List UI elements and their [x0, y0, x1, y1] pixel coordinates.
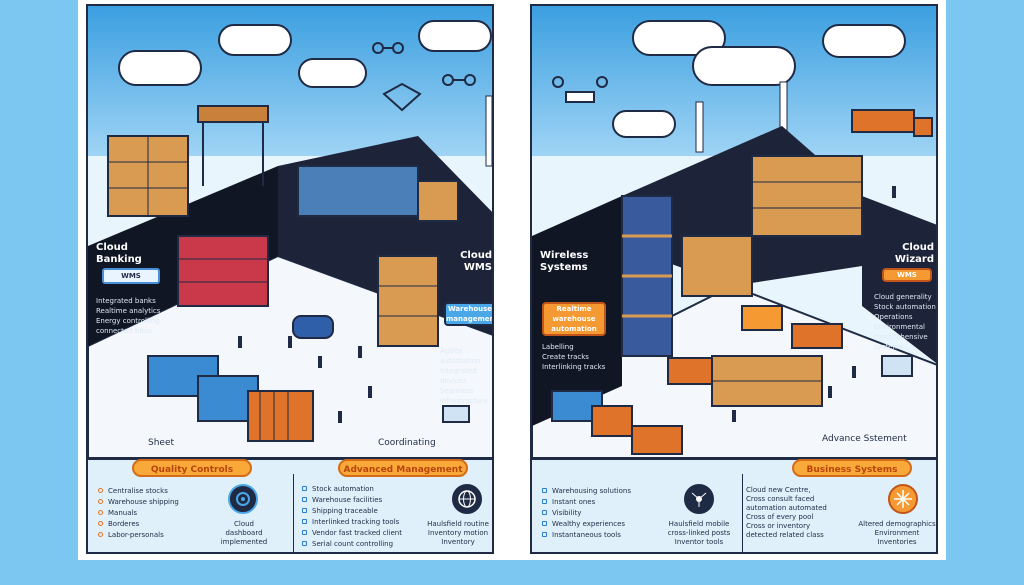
right-wall-heading: Cloud WMS [460, 250, 492, 273]
drone-icon [552, 76, 608, 103]
quality-controls-pill: Quality Controls [132, 459, 252, 477]
left-panel: Cloud Banking WMS Integrated banks Realt… [86, 4, 494, 554]
cloud [632, 20, 726, 56]
cloud [612, 110, 676, 138]
divider [742, 474, 743, 552]
left-wall-heading: Cloud Banking [96, 242, 142, 265]
right-caption-a: Haulsfield mobile cross-linked posts Inv… [667, 520, 731, 546]
divider [293, 474, 294, 552]
network-icon [684, 484, 714, 514]
floor-label-left: Sheet [148, 438, 175, 448]
right-wall-lines: Cloud generality Stock automation Operat… [874, 293, 936, 351]
left-caption-a: Cloud dashboard implemented [220, 520, 268, 546]
cloud [692, 46, 796, 86]
right-wall-heading: Cloud Wizard [894, 242, 934, 265]
right-list-a: Warehousing solutions Instant ones Visib… [542, 486, 652, 541]
cloud [418, 20, 492, 52]
left-caption-b: Haulsfield routine Inventory motion Inve… [427, 520, 489, 546]
left-wall-heading: Wireless Systems [540, 250, 589, 273]
cloud [822, 24, 906, 58]
left-wall-badge: WMS [102, 268, 160, 284]
right-wall-lines: Agility automation Integrated devices Se… [440, 347, 488, 405]
right-text-b: Cloud new Centre, Cross consult faced au… [746, 486, 827, 539]
cloud [118, 50, 202, 86]
floor-label-right: Coordinating [378, 438, 436, 448]
left-list-b: Stock automation Warehouse facilities Sh… [302, 484, 422, 550]
advanced-management-pill: Advanced Management [338, 459, 468, 477]
floor-label-right: Advance Sstement [822, 434, 907, 444]
cloud [298, 58, 367, 88]
warehouse-illustration [88, 42, 492, 458]
right-wall-tag: WMS [882, 268, 932, 282]
warehouse-illustration [532, 76, 936, 458]
left-bottom-section: Quality Controls Advanced Management Cen… [88, 458, 492, 552]
left-list-a: Centralise stocks Warehouse shipping Man… [98, 486, 208, 541]
left-wall-lines: Labelling Create tracks Interlinking tra… [542, 343, 606, 371]
star-burst-icon [888, 484, 918, 514]
left-wall-lines: Integrated banks Realtime analytics Ener… [96, 297, 161, 335]
right-wall-tag: Warehouse management [444, 302, 492, 326]
business-systems-pill: Business Systems [792, 459, 912, 477]
left-wall-tag: Realtime warehouse automation [542, 302, 606, 336]
cloud-gear-icon [228, 484, 258, 514]
right-bottom-section: Business Systems Warehousing solutions I… [532, 458, 936, 552]
infographic-sheet: Cloud Banking WMS Integrated banks Realt… [78, 0, 946, 560]
right-caption-c: Altered demographics Environment Invento… [858, 520, 936, 546]
drone-icon [372, 42, 476, 112]
cloud [218, 24, 292, 56]
right-panel: Wireless Systems Realtime warehouse auto… [530, 4, 938, 554]
globe-icon [452, 484, 482, 514]
